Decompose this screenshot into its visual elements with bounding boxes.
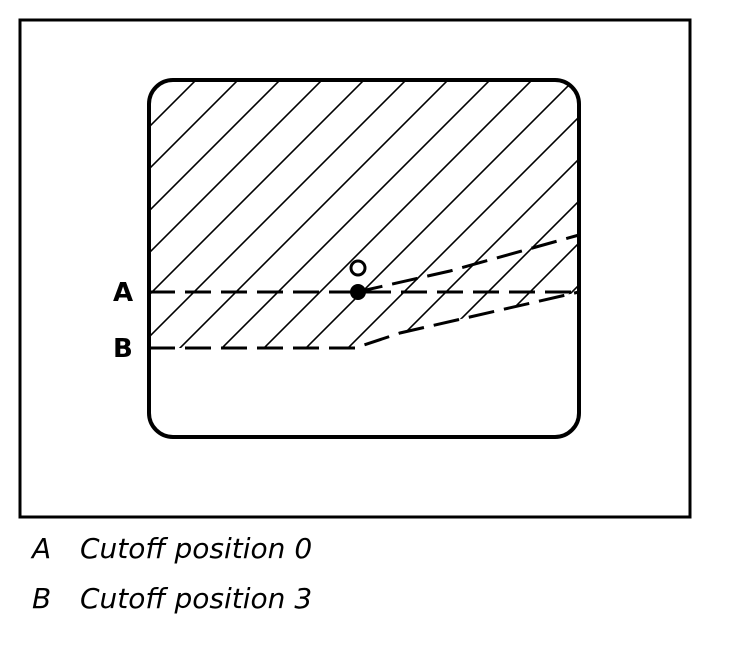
cutoff-line-b: [149, 290, 580, 350]
label-b: B: [113, 334, 133, 364]
reference-point-open: [349, 259, 367, 277]
aiming-screen: [147, 78, 581, 439]
legend-key-a: A: [32, 532, 52, 565]
legend-text-a: Cutoff position 0: [80, 532, 313, 565]
headlight-cutoff-diagram: A B: [18, 18, 692, 519]
reference-point-filled: [350, 284, 366, 300]
legend: A Cutoff position 0 B Cutoff position 3: [32, 532, 312, 632]
outer-frame: [18, 18, 692, 519]
legend-item-b: B Cutoff position 3: [32, 582, 312, 632]
cutoff-line-a: [149, 233, 580, 294]
legend-key-b: B: [32, 582, 52, 615]
legend-item-a: A Cutoff position 0: [32, 532, 312, 582]
label-a: A: [113, 278, 133, 308]
legend-text-b: Cutoff position 3: [80, 582, 313, 615]
hatched-illuminated-area: [149, 80, 579, 348]
